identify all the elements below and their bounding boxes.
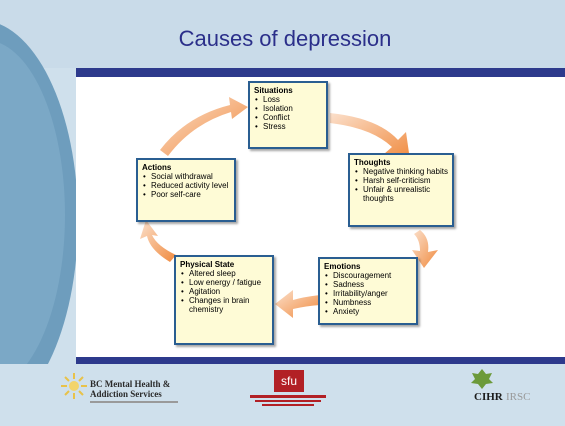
list-item: Agitation — [181, 287, 268, 296]
sfu-logo-text: SFU — [280, 374, 297, 388]
sun-logo-icon — [61, 373, 87, 399]
node-physical-state: Physical State Altered sleep Low energy … — [174, 255, 274, 345]
list-item: Loss — [255, 95, 322, 104]
sfu-logo-bar — [262, 404, 314, 406]
list-item: Unfair & unrealistic thoughts — [355, 185, 448, 203]
leaf-logo-icon — [471, 369, 493, 389]
node-heading: Situations — [254, 86, 293, 95]
cihr-logo: CIHR — [474, 391, 503, 403]
list-item: Social withdrawal — [143, 172, 230, 181]
list-item: Poor self-care — [143, 190, 230, 199]
node-heading: Physical State — [180, 260, 235, 269]
bcmhas-logo-line2: Addiction Services — [90, 389, 162, 399]
list-item: Anxiety — [325, 307, 412, 316]
node-heading: Actions — [142, 163, 172, 172]
top-stripe — [76, 68, 565, 77]
list-item: Sadness — [325, 280, 412, 289]
list-item: Negative thinking habits — [355, 167, 448, 176]
sfu-logo: SFU — [274, 370, 304, 392]
list-item: Conflict — [255, 113, 322, 122]
list-item: Low energy / fatigue — [181, 278, 268, 287]
node-thoughts: Thoughts Negative thinking habits Harsh … — [348, 153, 454, 227]
irsc-logo: IRSC — [506, 391, 531, 403]
arrow-situations-to-thoughts — [330, 113, 410, 160]
list-item: Irritability/anger — [325, 289, 412, 298]
bcmhas-logo-underline — [90, 401, 178, 403]
bottom-stripe — [76, 357, 565, 364]
sfu-logo-bar — [255, 400, 321, 402]
list-item: Altered sleep — [181, 269, 268, 278]
bcmhas-logo-line1: BC Mental Health & — [90, 379, 171, 389]
list-item: Discouragement — [325, 271, 412, 280]
list-item: Changes in brain chemistry — [181, 296, 268, 314]
node-emotions: Emotions Discouragement Sadness Irritabi… — [318, 257, 418, 325]
list-item: Reduced activity level — [143, 181, 230, 190]
node-heading: Thoughts — [354, 158, 391, 167]
arrow-emotions-to-physical — [275, 290, 320, 318]
node-heading: Emotions — [324, 262, 361, 271]
node-actions: Actions Social withdrawal Reduced activi… — [136, 158, 236, 222]
arrow-thoughts-to-emotions — [412, 230, 438, 268]
list-item: Isolation — [255, 104, 322, 113]
arrow-actions-to-situations — [160, 97, 248, 156]
slide-title: Causes of depression — [178, 26, 392, 51]
list-item: Stress — [255, 122, 322, 131]
list-item: Numbness — [325, 298, 412, 307]
arrow-physical-to-actions — [140, 220, 176, 262]
title-band — [0, 0, 565, 68]
sfu-logo-bar — [250, 395, 326, 398]
list-item: Harsh self-criticism — [355, 176, 448, 185]
node-situations: Situations Loss Isolation Conflict Stres… — [248, 81, 328, 149]
